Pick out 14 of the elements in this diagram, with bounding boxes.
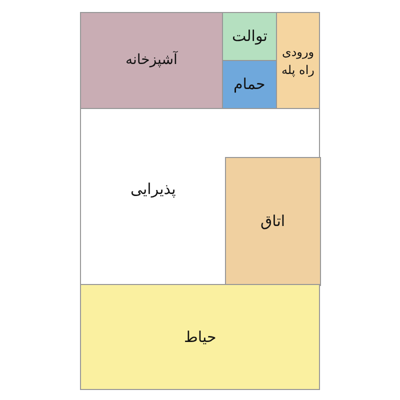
room — [222, 60, 277, 109]
room-label: حمام — [234, 74, 266, 95]
room-label: پذیرایی — [130, 178, 176, 200]
room-label: توالت — [232, 26, 268, 47]
room — [276, 12, 320, 109]
room — [80, 284, 320, 390]
room-label: ورودی راه پله — [280, 44, 316, 78]
room — [222, 12, 277, 61]
room — [80, 12, 223, 109]
room — [80, 108, 320, 285]
room-label: اتاق — [260, 211, 286, 232]
room-label: آشپزخانه — [126, 50, 178, 70]
room — [225, 157, 321, 286]
room-label: حیاط — [184, 326, 216, 348]
